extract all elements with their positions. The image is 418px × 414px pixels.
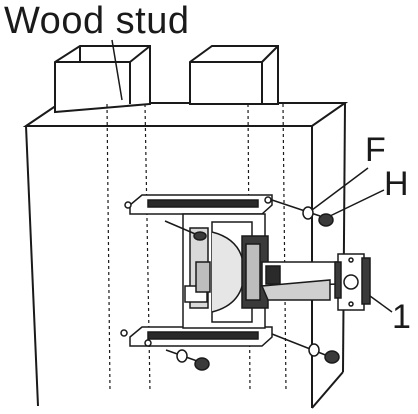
title-leader <box>111 39 123 101</box>
extension-arm <box>260 261 341 301</box>
lag-bolt-bottom-left <box>165 349 210 371</box>
lag-bolt-top-right <box>271 199 334 227</box>
bottom-wall-plate <box>120 326 273 347</box>
lag-bolt-top-left <box>164 220 207 241</box>
top-wall-plate <box>124 194 273 215</box>
callout-1: 1 <box>392 298 411 336</box>
wood-stud-left <box>54 45 151 114</box>
lag-bolt-bottom-right <box>271 333 340 364</box>
callout-f-leader <box>311 167 369 211</box>
wood-stud-right <box>189 45 279 105</box>
callout-h: H <box>384 165 409 203</box>
tv-bracket <box>334 253 371 311</box>
mount-body <box>182 213 269 329</box>
callout-h-leader <box>329 189 385 217</box>
callout-f: F <box>365 131 386 169</box>
callout-1-leader <box>369 295 393 313</box>
wood-stud-label: Wood stud <box>4 0 190 42</box>
